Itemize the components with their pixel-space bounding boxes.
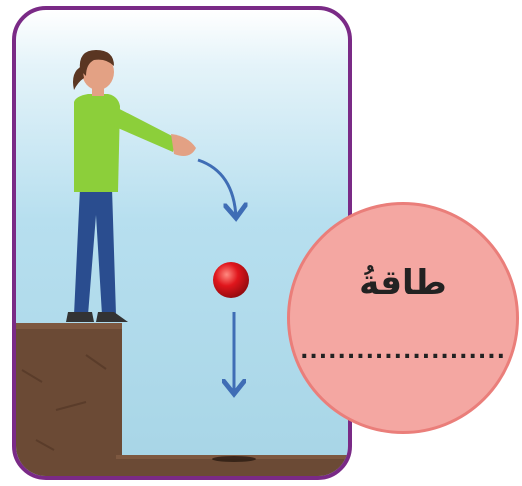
illustration-panel <box>12 6 352 480</box>
ground <box>116 455 352 480</box>
answer-card: طاقةُ ...................... <box>287 202 519 434</box>
answer-blank[interactable]: ...................... <box>290 339 516 364</box>
card-word: طاقةُ <box>290 263 516 303</box>
curved-arrow-icon <box>198 160 236 218</box>
ball <box>213 262 249 298</box>
cliff-ledge <box>16 323 122 480</box>
scene <box>16 10 352 480</box>
girl-figure <box>66 50 196 322</box>
